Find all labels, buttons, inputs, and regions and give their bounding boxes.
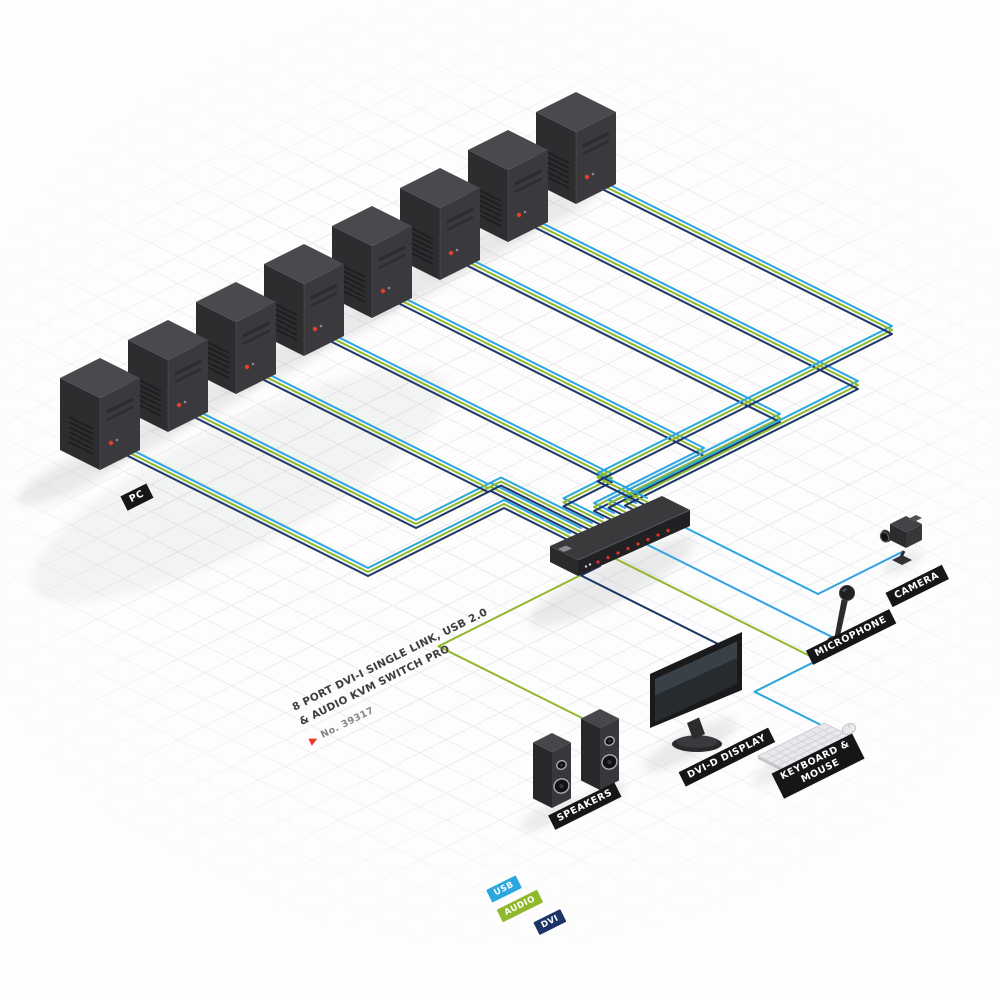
pc-tower (60, 358, 140, 470)
dvi-display (650, 632, 742, 752)
pc-towers (60, 92, 616, 470)
cable-bundle-pc3 (263, 371, 593, 532)
cable-dvi-display (580, 565, 741, 656)
cable-bundle-pc5 (399, 295, 705, 522)
speaker (533, 733, 571, 808)
cable-bundle-pc8 (596, 181, 893, 507)
cable-bundle-pc1 (127, 447, 571, 577)
cable-usb-keyboard-mouse (647, 544, 849, 738)
cable-bundle-pc4 (331, 333, 613, 527)
cable-bundle-pc7 (535, 219, 859, 512)
cable-usb-camera (685, 527, 903, 595)
cable-bundle-pc2 (195, 409, 582, 537)
pc-cable-bundles (127, 181, 893, 577)
kvm-switch (550, 496, 691, 576)
pc-tower (196, 282, 276, 394)
pc-tower (332, 206, 412, 318)
cable-audio-speakers (437, 569, 601, 728)
cable-bundle-pc6 (467, 257, 781, 517)
pc-tower (468, 130, 548, 242)
shadows (18, 176, 923, 831)
camera (879, 515, 922, 565)
speakers (533, 709, 619, 808)
speaker (581, 709, 619, 790)
